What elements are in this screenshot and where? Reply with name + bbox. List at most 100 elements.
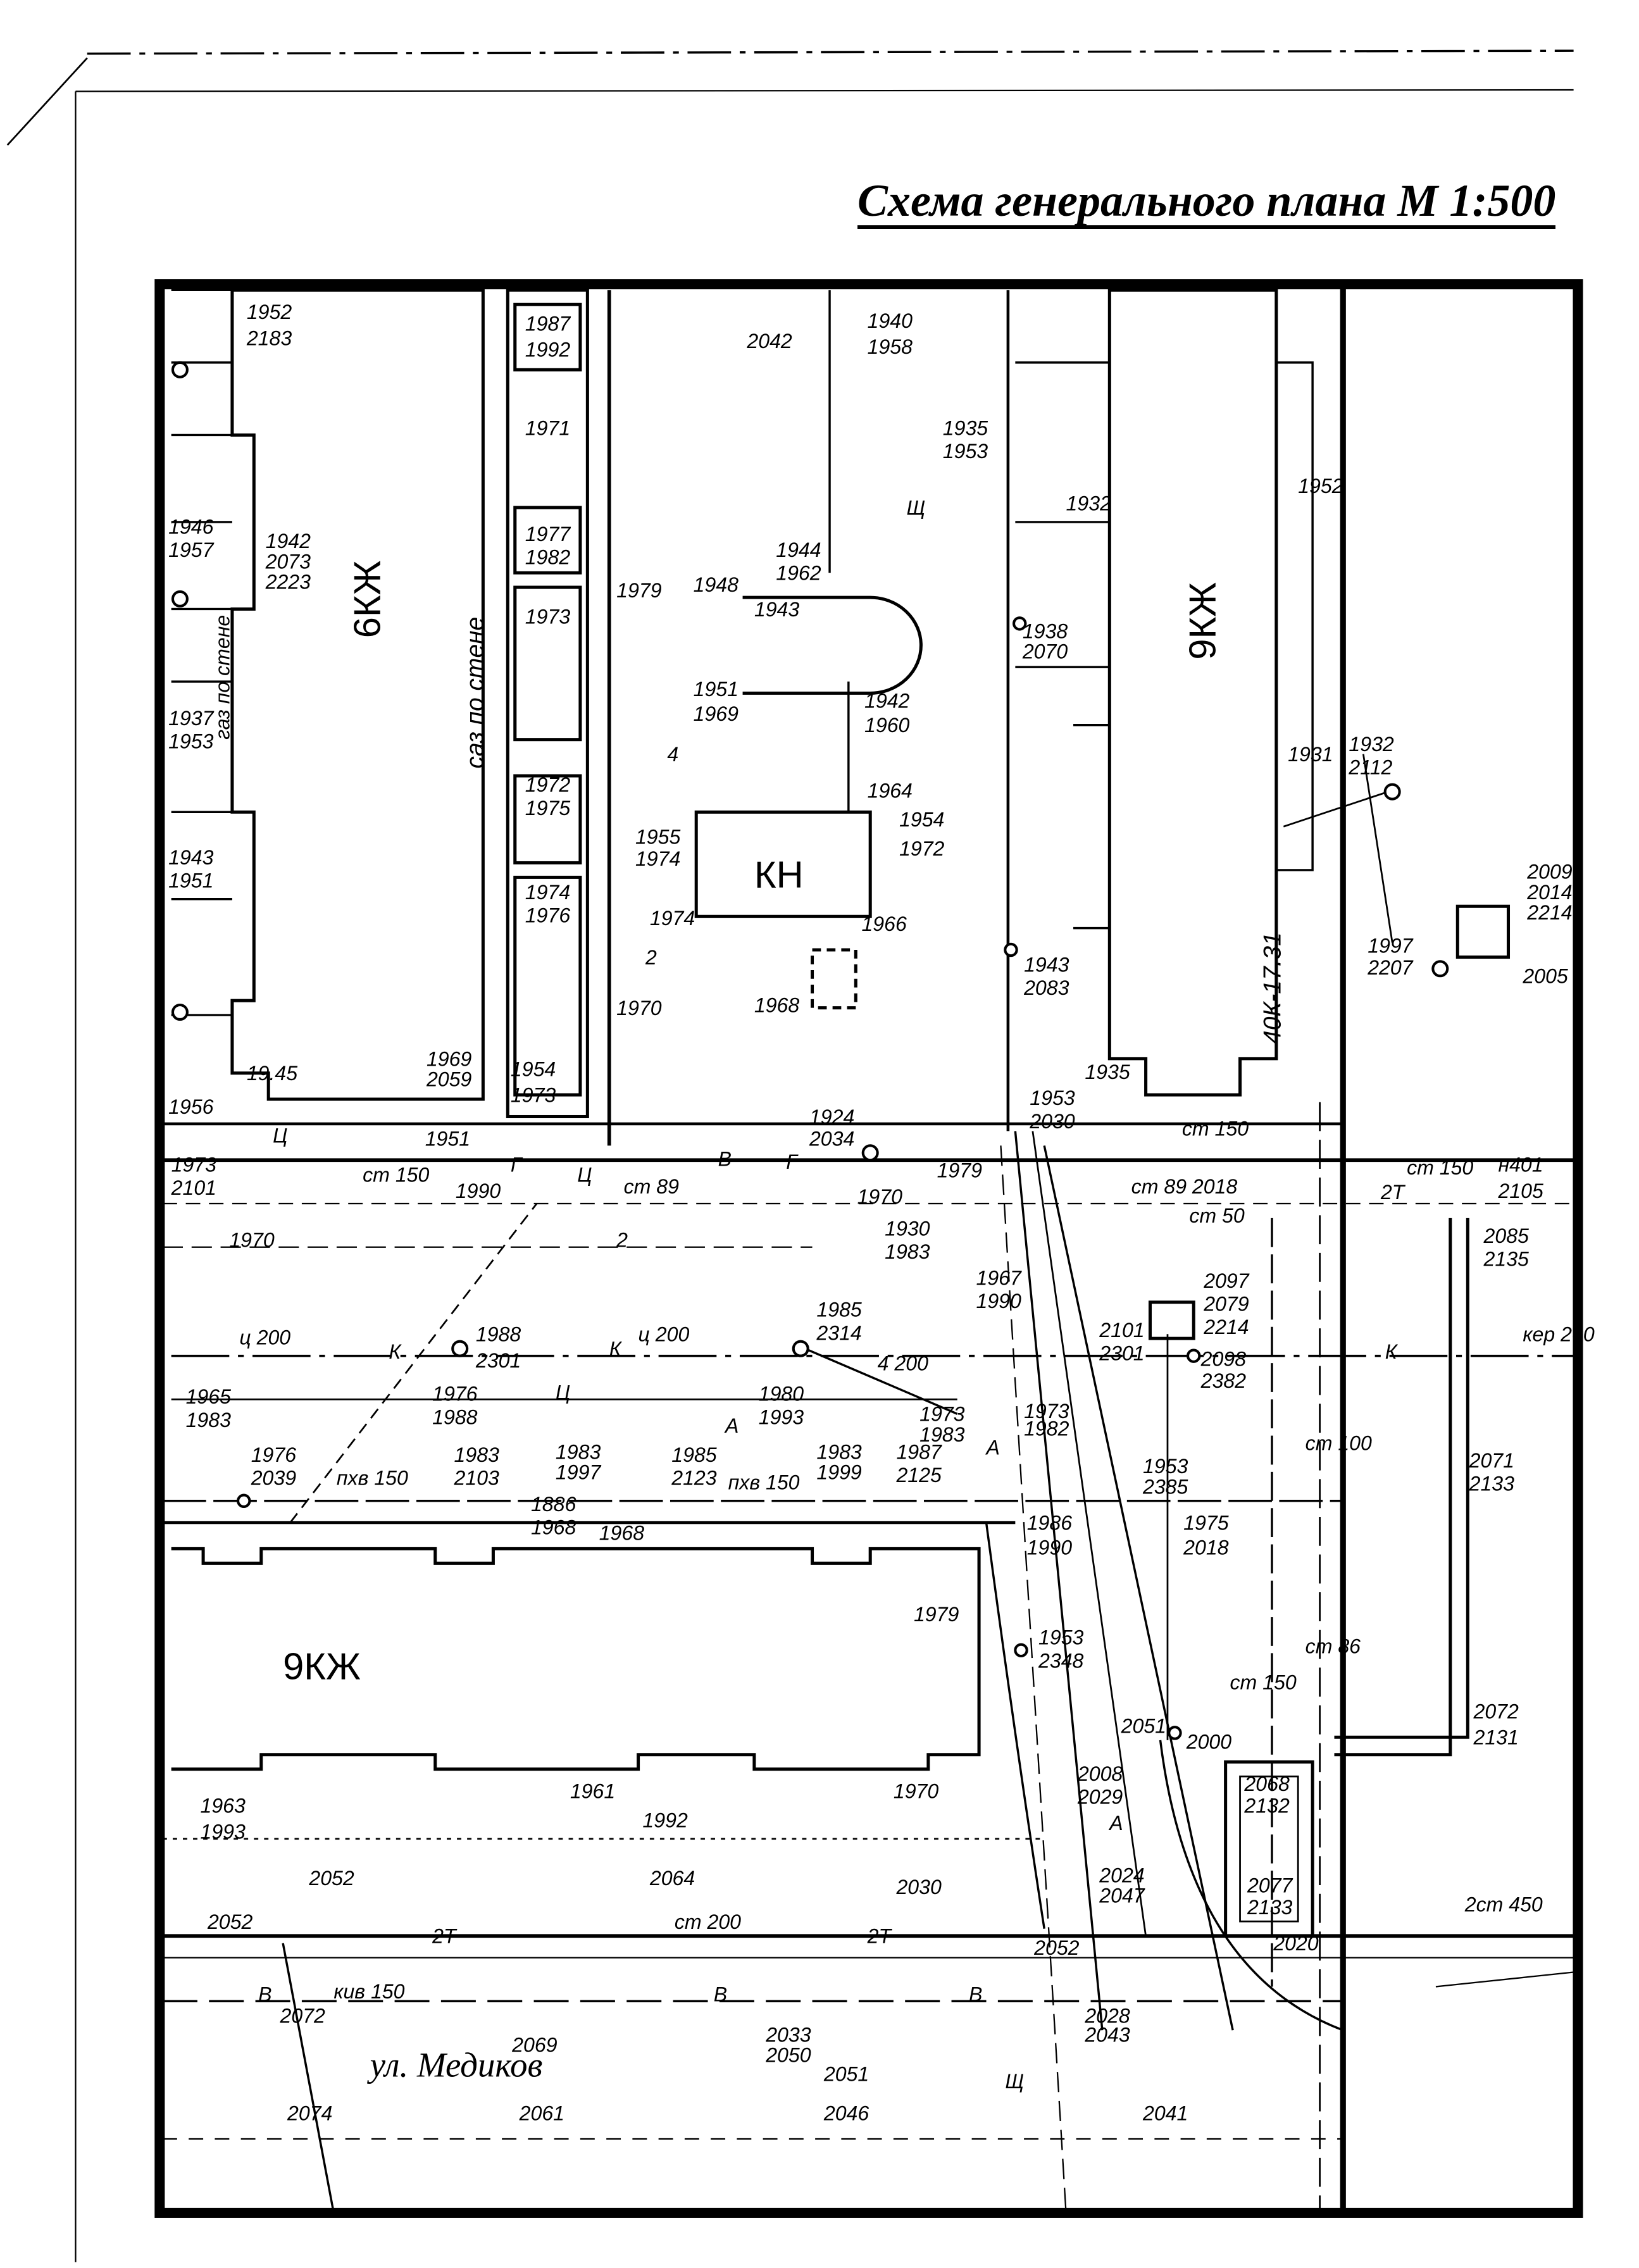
elevation-label: 1988 — [476, 1323, 521, 1346]
elevation-label: 1948 — [694, 573, 739, 596]
utility-label: К — [1385, 1340, 1399, 1363]
elevation-label: 1974 — [635, 847, 680, 870]
elevation-label: 1961 — [570, 1780, 615, 1803]
dashed-structure — [811, 948, 857, 1010]
buildings — [171, 288, 1511, 1938]
elevation-label: 1924 — [809, 1106, 854, 1128]
elevation-label: 1985 — [816, 1299, 862, 1321]
elevation-label: 1987 — [896, 1440, 942, 1463]
elevation-label: 1964 — [868, 779, 913, 802]
utility-label: 2ст 450 — [1464, 1893, 1543, 1916]
elevation-label: 2077 — [1247, 1874, 1293, 1897]
elevation-label: 2024 — [1099, 1864, 1144, 1886]
elevation-label: 1985 — [671, 1443, 717, 1466]
elevation-label: 1953 — [943, 440, 988, 463]
utility-label: кив 150 — [333, 1980, 404, 2003]
utility-label: К — [389, 1340, 402, 1363]
elevation-label: 1986 — [1027, 1512, 1073, 1535]
elevation-label: 1983 — [454, 1443, 500, 1466]
utility-label: ст 50 — [1189, 1204, 1245, 1227]
elevation-label: 1951 — [425, 1127, 470, 1150]
elevation-label: 1946 — [168, 515, 214, 538]
utility-label: ст 150 — [1182, 1117, 1249, 1140]
utility-label: К — [609, 1338, 623, 1361]
elevation-label: 1976 — [525, 904, 571, 926]
elevation-label: 2046 — [823, 2102, 869, 2124]
elevation-label: 1993 — [201, 1821, 246, 1843]
elevation-label: 1957 — [168, 539, 215, 561]
elevation-label: 1930 — [885, 1217, 930, 1240]
elevation-label: 1983 — [885, 1240, 930, 1263]
elevation-label: 2042 — [746, 330, 792, 352]
elevation-label: 2072 — [280, 2005, 326, 2028]
elevation-label: 1943 — [754, 598, 800, 621]
elevation-label: 1967 — [976, 1266, 1022, 1289]
elevation-label: 2071 — [1469, 1449, 1514, 1472]
building-9kzh-right — [1107, 288, 1278, 1097]
utility-label: кер 200 — [1523, 1323, 1594, 1346]
elevation-label: 2214 — [1526, 901, 1572, 924]
elevation-label: 2097 — [1203, 1269, 1250, 1292]
elevation-label: 1886 — [531, 1493, 576, 1516]
elevation-label: 2068 — [1243, 1773, 1290, 1795]
elevation-label: 1999 — [816, 1461, 862, 1483]
elevation-label: 1975 — [1183, 1512, 1229, 1535]
utility-label: 2Т — [1380, 1181, 1406, 1204]
elevation-label: 1977 — [525, 523, 571, 545]
elevation-label: 2101 — [171, 1176, 216, 1199]
elevation-label: 1952 — [1298, 475, 1343, 497]
elevation-label: 1960 — [864, 714, 910, 737]
elevation-label: 1990 — [976, 1290, 1021, 1312]
elevation-label: 1943 — [1024, 953, 1069, 976]
elevation-label: 2072 — [1473, 1700, 1519, 1723]
building-label-6kzh: 6КЖ — [346, 560, 389, 638]
elevation-label: 1983 — [919, 1423, 965, 1446]
utility-label: 2Т — [867, 1925, 893, 1948]
elevation-label: 1976 — [432, 1383, 478, 1405]
utility-label: ст 150 — [1407, 1156, 1473, 1179]
utility-label: ст 89 — [624, 1175, 680, 1198]
elevation-label: н401 — [1498, 1154, 1543, 1176]
elevation-label: 1952 — [247, 301, 292, 323]
elevation-label: 1974 — [525, 881, 570, 904]
utility-label: пхв 150 — [337, 1467, 408, 1490]
elevation-label: 1954 — [511, 1057, 556, 1080]
building-kn — [694, 810, 872, 918]
elevation-label: 2000 — [1186, 1731, 1232, 1754]
elevation-label: 1979 — [914, 1603, 959, 1626]
elevation-label: 1931 — [1288, 743, 1333, 766]
elevation-label: 2047 — [1099, 1885, 1145, 1907]
elevation-label: 2112 — [1348, 756, 1392, 779]
well-box — [1148, 1300, 1195, 1340]
elevation-label: 2074 — [287, 2102, 332, 2124]
elevation-label: 1997 — [1368, 935, 1414, 957]
elevation-label: 2052 — [207, 1910, 253, 1933]
elevation-label: 1974 — [650, 907, 695, 930]
map-frame — [154, 279, 1583, 2218]
utility-label: В — [969, 1983, 982, 2005]
elevation-label: 1972 — [899, 837, 945, 860]
elevation-label: 1932 — [1066, 492, 1112, 515]
elevation-label: 2028 — [1084, 2005, 1130, 2028]
elevation-label: 1937 — [168, 707, 215, 730]
elevation-label: 2041 — [1142, 2102, 1188, 2124]
elevation-label: 2314 — [816, 1321, 861, 1344]
utility-label: 2 — [645, 946, 657, 969]
rounded-structure — [742, 595, 923, 695]
elevation-label: 1968 — [531, 1516, 576, 1538]
right-chamber — [1455, 904, 1511, 959]
elevation-label: 1932 — [1349, 733, 1394, 756]
elevation-label: 2214 — [1203, 1316, 1249, 1338]
utility-label: А — [985, 1436, 1000, 1459]
elevation-label: 1944 — [776, 539, 821, 561]
elevation-label: 1954 — [899, 808, 944, 831]
utility-label: А — [1108, 1812, 1123, 1835]
elevation-label: 2079 — [1203, 1293, 1249, 1316]
elevation-label: 1958 — [868, 335, 913, 358]
elevation-label: 1968 — [599, 1522, 645, 1545]
elevation-label: 1980 — [759, 1383, 804, 1405]
building-left-wing — [171, 289, 232, 1016]
elevation-label: 2301 — [1099, 1342, 1144, 1364]
elevation-label: 2301 — [475, 1349, 521, 1372]
elevation-label: 1953 — [1030, 1087, 1075, 1109]
